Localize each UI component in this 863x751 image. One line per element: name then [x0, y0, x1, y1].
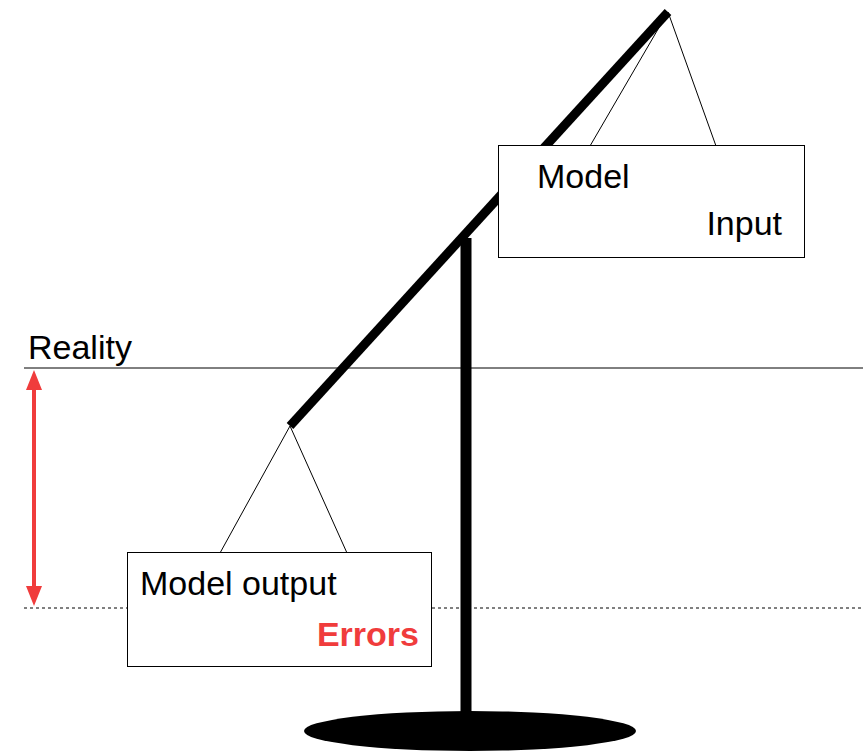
hanger-line — [590, 12, 668, 146]
hanger-line — [290, 426, 347, 553]
seesaw-post — [461, 238, 472, 722]
box-text: Model — [537, 159, 630, 193]
error-arrow-head — [26, 370, 42, 390]
hanger-line — [668, 12, 716, 146]
error-arrow-head — [26, 586, 42, 606]
box-text: Input — [706, 206, 782, 240]
input-box: ModelInput — [498, 145, 805, 258]
hanger-line — [220, 426, 290, 553]
box-text: Model output — [140, 566, 337, 600]
reality-line — [24, 368, 863, 369]
output-box: Model outputErrors — [127, 552, 432, 667]
error-text: Errors — [317, 617, 419, 651]
reality-label: Reality — [26, 330, 134, 364]
error-arrow-shaft — [32, 384, 36, 592]
